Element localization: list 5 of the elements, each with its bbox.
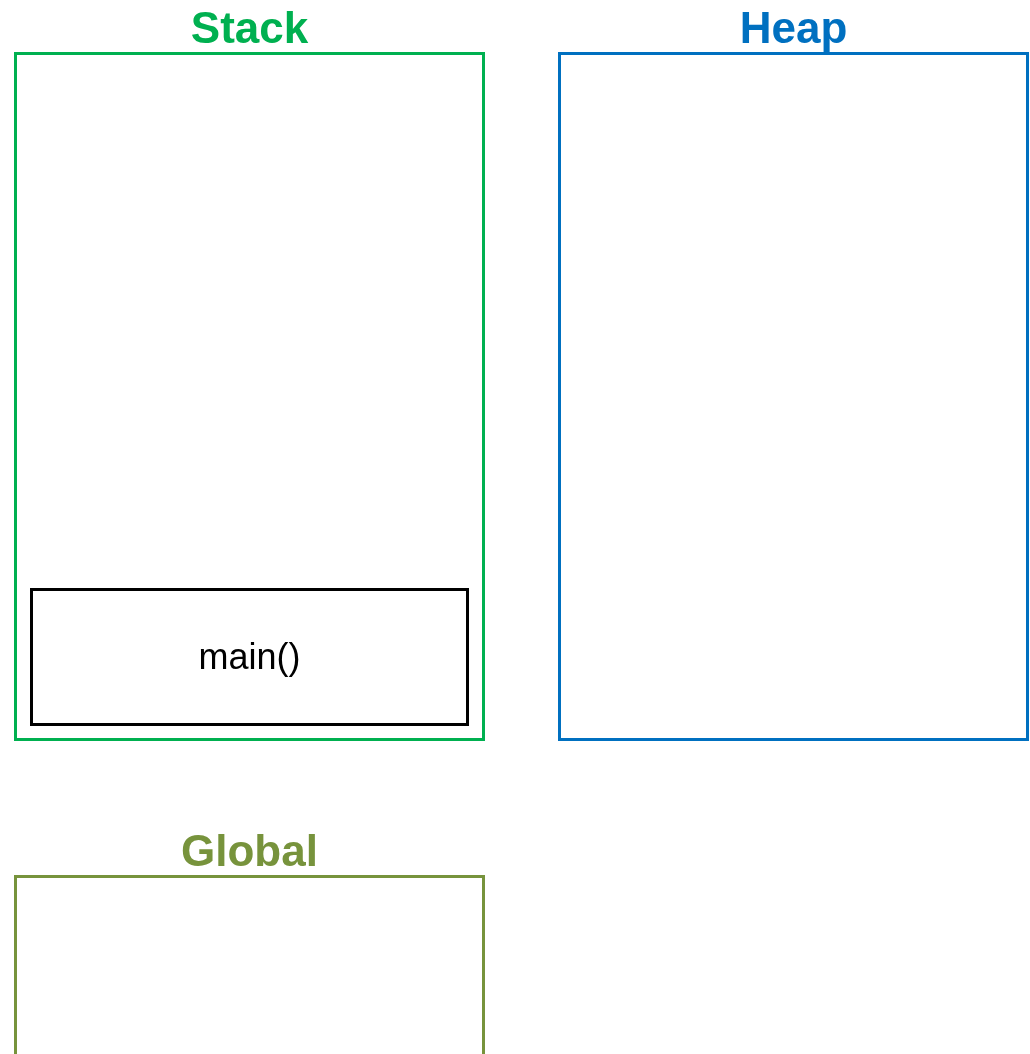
region-title: Stack [189,3,310,53]
region-title: Global [180,826,319,876]
frame-label: main() [197,635,302,679]
region-title: Heap [738,3,849,53]
stack-frame [30,588,469,726]
